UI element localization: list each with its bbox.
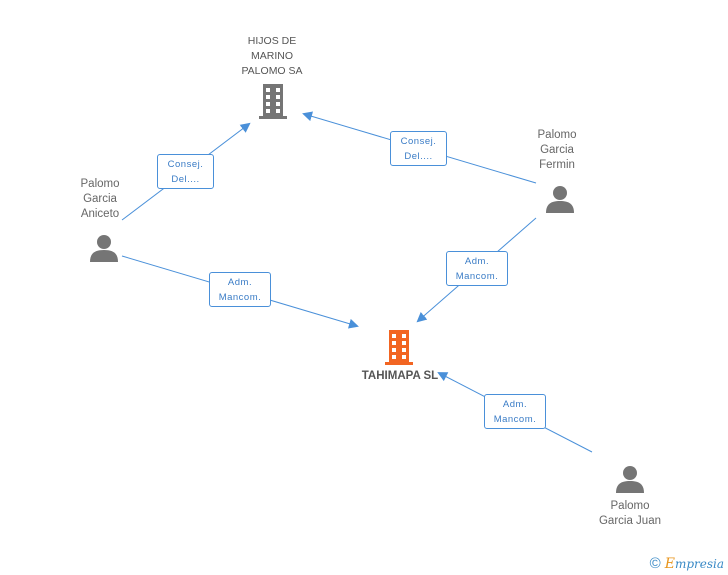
building-icon[interactable] bbox=[257, 84, 289, 120]
brand-logo-initial: E bbox=[664, 555, 675, 572]
company-label-tahimapa: TAHIMAPA SL bbox=[361, 370, 439, 382]
edge-label-fermin-hijos[interactable]: Consej. Del.... bbox=[390, 131, 447, 166]
person-label-juan: Palomo Garcia Juan bbox=[598, 500, 661, 527]
person-label-fermin: Palomo Garcia Fermin bbox=[537, 129, 577, 171]
brand-logo: Empresia bbox=[665, 556, 724, 572]
edge-label-fermin-tahimapa[interactable]: Adm. Mancom. bbox=[446, 251, 508, 286]
edge-label-aniceto-tahimapa[interactable]: Adm. Mancom. bbox=[209, 272, 271, 307]
building-icon[interactable] bbox=[383, 330, 415, 366]
edge-label-juan-tahimapa[interactable]: Adm. Mancom. bbox=[484, 394, 546, 429]
person-icon[interactable] bbox=[89, 233, 119, 263]
brand-footer: © Empresia bbox=[650, 555, 724, 572]
edge-label-aniceto-hijos[interactable]: Consej. Del.... bbox=[157, 154, 214, 189]
copyright-icon: © bbox=[649, 555, 661, 572]
person-icon[interactable] bbox=[615, 464, 645, 494]
person-icon[interactable] bbox=[545, 184, 575, 214]
brand-logo-text: mpresia bbox=[674, 556, 724, 571]
company-label-hijos: HIJOS DE MARINO PALOMO SA bbox=[241, 35, 303, 77]
person-label-aniceto: Palomo Garcia Aniceto bbox=[80, 178, 120, 220]
